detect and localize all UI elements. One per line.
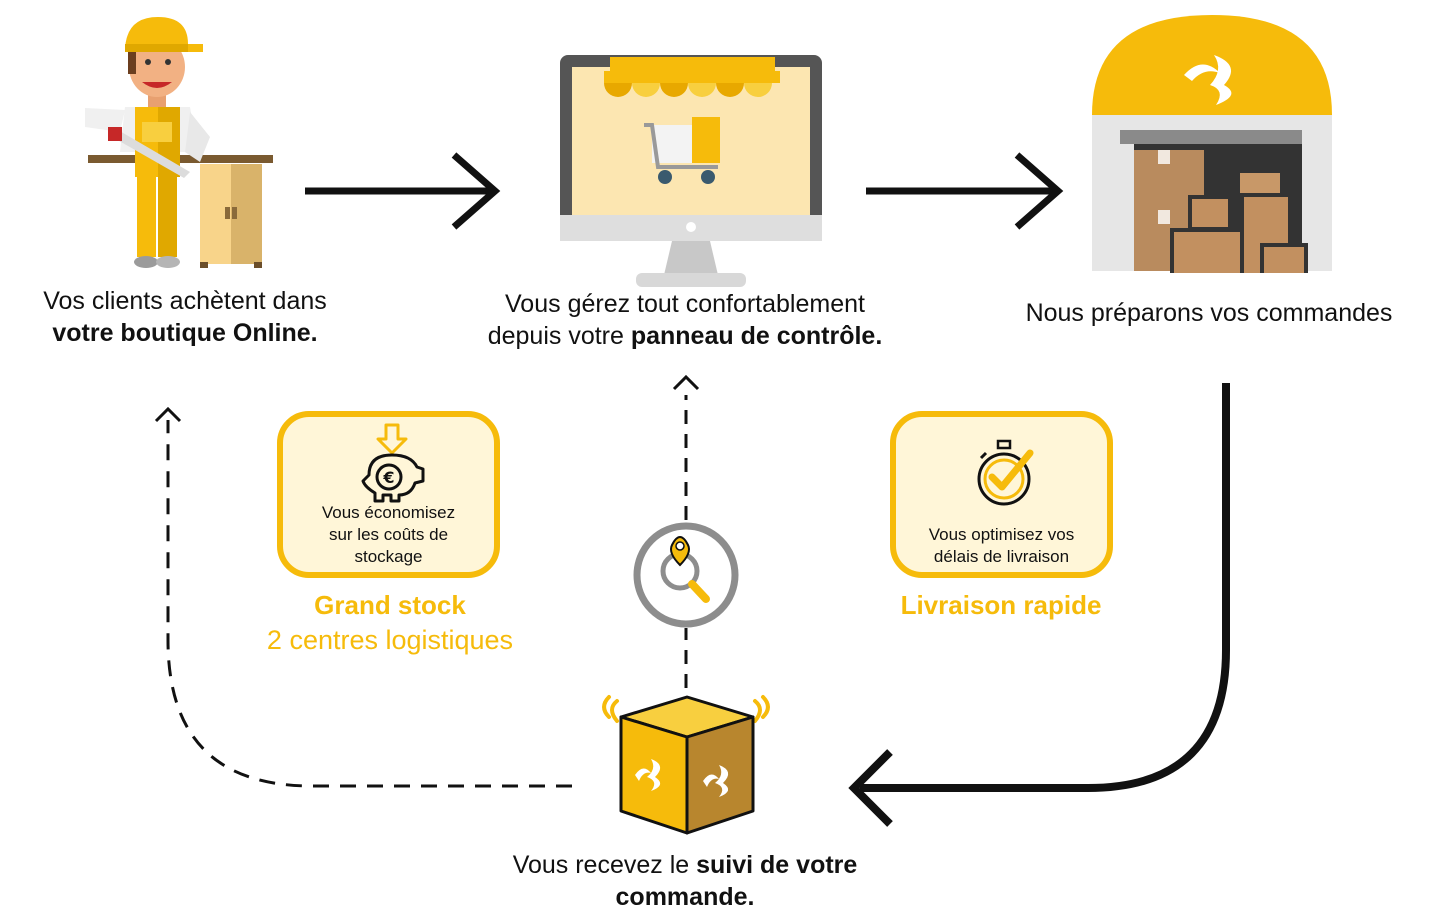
arrow-warehouse-to-package bbox=[848, 383, 1230, 827]
dashed-arrow-package-to-clients bbox=[154, 406, 572, 788]
caption-panel-line2-pre: depuis votre bbox=[487, 322, 631, 350]
stock-title: Grand stock bbox=[314, 590, 466, 620]
caption-clients-line2: votre boutique Online. bbox=[52, 319, 318, 347]
caption-prepare-label: Nous préparons vos commandes bbox=[1025, 299, 1393, 327]
benefit-card-delivery: Vous optimisez vos délais de livraison bbox=[890, 411, 1113, 578]
stopwatch-check-icon bbox=[977, 439, 1034, 506]
arrow-panel-to-warehouse bbox=[866, 152, 1064, 230]
worker-icon bbox=[85, 17, 273, 268]
search-location-icon bbox=[633, 522, 739, 628]
caption-panel-line2-bold: panneau de contrôle. bbox=[630, 322, 883, 350]
monitor-shop-icon bbox=[560, 55, 822, 287]
svg-text:€: € bbox=[382, 468, 394, 487]
stock-card-line1: Vous économisez bbox=[321, 503, 456, 522]
caption-tracking-line2: commande. bbox=[615, 883, 755, 911]
caption-panel: Vous gérez tout confortablement depuis v… bbox=[440, 288, 930, 352]
caption-clients: Vos clients achètent dans votre boutique… bbox=[0, 285, 370, 349]
stock-card-line2: sur les coûts de bbox=[328, 525, 449, 544]
package-box-icon bbox=[602, 695, 770, 835]
benefit-card-stock: € Vous économisez sur les coûts de stock… bbox=[277, 411, 500, 578]
caption-prepare: Nous préparons vos commandes bbox=[985, 297, 1433, 329]
piggy-bank-euro-icon: € bbox=[361, 423, 425, 503]
caption-panel-line1: Vous gérez tout confortablement bbox=[505, 290, 865, 318]
caption-tracking-line1-pre: Vous recevez le bbox=[512, 851, 697, 879]
delivery-title: Livraison rapide bbox=[900, 590, 1102, 620]
caption-tracking-line1-bold: suivi de votre bbox=[696, 851, 858, 879]
warehouse-icon bbox=[1092, 15, 1332, 273]
delivery-card-line1: Vous optimisez vos bbox=[928, 525, 1075, 544]
delivery-card-line2: délais de livraison bbox=[933, 547, 1070, 566]
stock-subtitle: 2 centres logistiques bbox=[266, 625, 514, 655]
caption-tracking: Vous recevez le suivi de votre commande. bbox=[460, 849, 910, 913]
caption-clients-line1: Vos clients achètent dans bbox=[43, 287, 327, 315]
arrow-clients-to-panel bbox=[305, 152, 501, 230]
dashed-arrow-package-to-panel bbox=[672, 374, 700, 688]
stock-card-line3: stockage bbox=[354, 547, 423, 566]
